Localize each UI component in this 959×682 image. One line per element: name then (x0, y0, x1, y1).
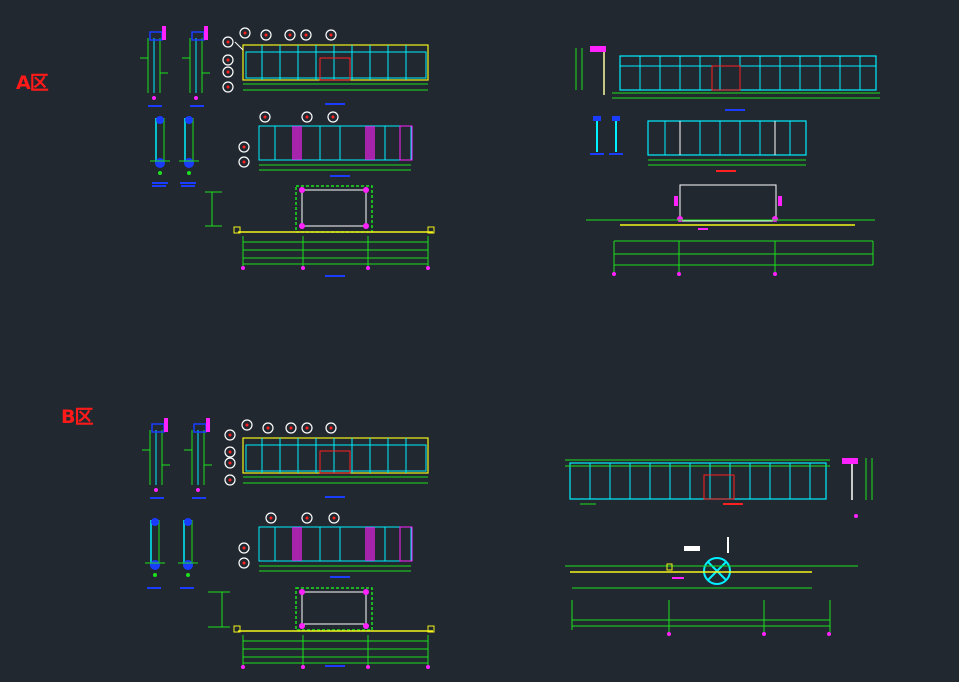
zone-a-right-drawings (575, 46, 880, 276)
zone-a-left-drawings (139, 25, 435, 277)
zone-b-left-drawings (141, 417, 435, 670)
zone-b-label: B区 (61, 406, 94, 428)
zone-a-label: A区 (16, 72, 49, 94)
zone-b-right-drawings (565, 458, 873, 636)
